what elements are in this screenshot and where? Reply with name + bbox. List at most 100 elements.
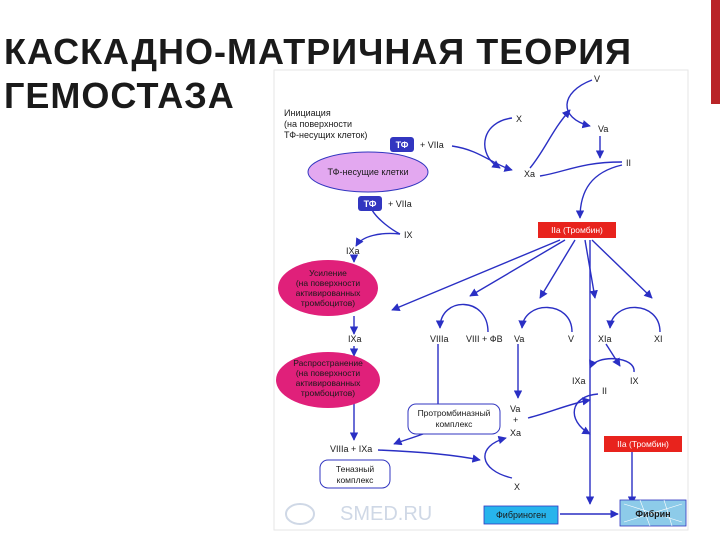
tf-cells-ellipse: ТФ-несущие клетки bbox=[307, 151, 429, 193]
arrow-thrombin-to-ixa2 bbox=[391, 239, 561, 311]
arrow-thrombin-to-va bbox=[539, 239, 576, 299]
arrow-ii-to-thrombin bbox=[575, 164, 623, 219]
thrombin-box-2-shape bbox=[604, 436, 682, 452]
arrow-v-to-va bbox=[566, 79, 593, 129]
arrow-x-to-xa bbox=[484, 117, 513, 169]
arc-v-to-va bbox=[518, 306, 573, 333]
tf-badge-top-label: ТФ bbox=[396, 140, 409, 150]
arrow-tenase-to-xa bbox=[377, 449, 481, 463]
prothrombinase-line-2: комплекс bbox=[436, 419, 473, 429]
propagation-shape bbox=[276, 352, 380, 408]
factor-xa-prot: Xa bbox=[510, 428, 521, 438]
prothrombinase-box: Протромбиназный комплекс bbox=[407, 403, 501, 435]
fibrin-mesh bbox=[623, 499, 683, 527]
slide-title-line-1: КАСКАДНО-МАТРИЧНАЯ ТЕОРИЯ bbox=[4, 31, 633, 72]
thrombin-box-1: IIa (Тромбин) bbox=[538, 222, 616, 238]
fibrinogen-shape bbox=[483, 505, 559, 525]
amplification-shape bbox=[278, 260, 378, 316]
amplification-line-2: (на поверхности bbox=[296, 278, 361, 288]
arc-viii-to-viiia bbox=[435, 303, 489, 333]
prothrombinase-shape bbox=[407, 403, 501, 435]
thrombin-box-2: IIa (Тромбин) bbox=[604, 436, 682, 452]
slide-title: КАСКАДНО-МАТРИЧНАЯ ТЕОРИЯ ГЕМОСТАЗА bbox=[4, 30, 632, 118]
tenase-line-1: Теназный bbox=[336, 464, 374, 474]
arrow-prothrombinase-to-ii bbox=[527, 397, 591, 419]
tf-complex-bottom: ТФ + VIIa bbox=[358, 196, 412, 211]
watermark-text: SMED.RU bbox=[340, 503, 432, 525]
tf-badge-bottom-label: ТФ bbox=[364, 199, 377, 209]
factor-x-top: X bbox=[516, 114, 522, 124]
factor-ixa-1: IXa bbox=[346, 246, 360, 256]
thrombin-box-1-shape bbox=[538, 222, 616, 238]
factor-ixa-3: IXa bbox=[572, 376, 586, 386]
prothrombinase-factors: Va + Xa bbox=[510, 404, 521, 438]
arrow-layer bbox=[349, 79, 661, 519]
factor-ii-top: II bbox=[626, 158, 631, 168]
factor-va-prot: Va bbox=[510, 404, 520, 414]
initiation-line-1: Инициация bbox=[284, 108, 331, 118]
arrow-ix-to-ixa bbox=[355, 232, 401, 247]
initiation-line-2: (на поверхности bbox=[284, 119, 352, 129]
arrow-xa-to-ii bbox=[539, 161, 623, 177]
factor-va-mid: Va bbox=[514, 334, 524, 344]
factor-xa-top: Xa bbox=[524, 169, 535, 179]
arrow-thrombin-to-viiia bbox=[469, 239, 566, 297]
factor-viiia-ixa: VIIIa + IXa bbox=[330, 444, 372, 454]
prothrombinase-line-1: Протромбиназный bbox=[418, 408, 491, 418]
slide-title-line-2: ГЕМОСТАЗА bbox=[4, 75, 235, 116]
factor-v-mid: V bbox=[568, 334, 574, 344]
factor-ixa-2: IXa bbox=[348, 334, 362, 344]
factor-viii-fb: VIII + ФВ bbox=[466, 334, 503, 344]
arc-xi-to-xia bbox=[606, 306, 661, 333]
fibrin-box: Фибрин bbox=[619, 499, 687, 527]
factor-viiia: VIIIa bbox=[430, 334, 449, 344]
arrow-tf2-to-ix bbox=[371, 209, 401, 235]
arrow-thrombin-to-xia bbox=[591, 239, 653, 299]
arrow-tf-complex-to-xa bbox=[451, 145, 513, 172]
factor-plus: + bbox=[513, 415, 518, 425]
arrow-xia-to-ix bbox=[605, 343, 621, 367]
factor-v-top: V bbox=[594, 74, 600, 84]
watermark-logo-icon bbox=[285, 503, 315, 525]
factor-xi: XI bbox=[654, 334, 663, 344]
initiation-label: Инициация (на поверхности ТФ-несущих кле… bbox=[284, 108, 367, 140]
viia-bottom-label: + VIIa bbox=[388, 199, 412, 209]
watermark: SMED.RU bbox=[285, 503, 432, 525]
arc-ii-to-thrombin bbox=[573, 393, 599, 435]
thrombin-box-2-label: IIa (Тромбин) bbox=[617, 439, 669, 449]
top-factor-labels: X Xa V Va II IX IXa bbox=[346, 74, 631, 256]
thrombin-box-1-label: IIa (Тромбин) bbox=[551, 225, 603, 235]
middle-factor-labels: IXa VIIIa VIII + ФВ Va V XIa XI IXa IX I… bbox=[348, 334, 663, 396]
tenase-shape bbox=[319, 459, 391, 489]
amplification-ellipse: Усиление (на поверхности активированных … bbox=[278, 260, 378, 316]
tf-cells-label: ТФ-несущие клетки bbox=[327, 167, 408, 177]
amplification-line-3: активированных bbox=[296, 288, 362, 298]
amplification-line-4: тромбоцитов) bbox=[301, 298, 355, 308]
tenase-line-2: комплекс bbox=[337, 475, 374, 485]
tf-complex-top: ТФ + VIIa bbox=[390, 137, 444, 152]
accent-bar bbox=[711, 0, 720, 104]
propagation-line-1: Распространение bbox=[293, 358, 363, 368]
factor-xia: XIa bbox=[598, 334, 612, 344]
propagation-line-3: активированных bbox=[296, 378, 362, 388]
factor-x-bottom: X bbox=[514, 482, 520, 492]
propagation-line-4: тромбоцитов) bbox=[301, 388, 355, 398]
arc-x-to-xa bbox=[484, 435, 513, 479]
coagulation-diagram: SMED.RU bbox=[273, 69, 689, 531]
factor-va-top: Va bbox=[598, 124, 608, 134]
fibrinogen-box: Фибриноген bbox=[483, 505, 559, 525]
tenase-box: Теназный комплекс bbox=[319, 459, 391, 489]
factor-ix-right: IX bbox=[630, 376, 639, 386]
tf-badge-bottom bbox=[358, 196, 382, 211]
viia-top-label: + VIIa bbox=[420, 140, 444, 150]
factor-ix: IX bbox=[404, 230, 413, 240]
tf-cells-shape bbox=[307, 151, 429, 193]
propagation-ellipse: Распространение (на поверхности активиро… bbox=[276, 352, 380, 408]
fibrin-label: Фибрин bbox=[635, 509, 670, 519]
fibrinogen-label: Фибриноген bbox=[496, 510, 546, 520]
amplification-line-1: Усиление bbox=[309, 268, 347, 278]
arrow-xa-catalysis bbox=[529, 109, 571, 169]
factor-ii-right: II bbox=[602, 386, 607, 396]
initiation-line-3: ТФ-несущих клеток) bbox=[284, 130, 367, 140]
tf-badge-top bbox=[390, 137, 414, 152]
